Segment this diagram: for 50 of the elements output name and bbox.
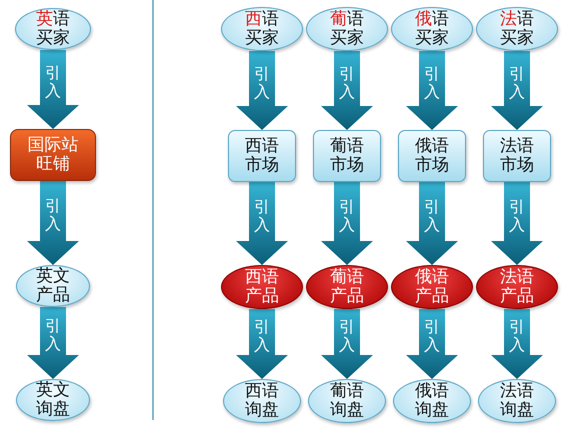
market-box: 葡语市场 xyxy=(313,130,381,182)
inquiry-ellipse: 葡语询盘 xyxy=(308,379,386,423)
edge-label: 引入 xyxy=(253,318,271,354)
market-box: 法语市场 xyxy=(483,130,551,182)
block-arrow xyxy=(321,51,373,130)
block-arrow xyxy=(491,51,543,130)
product-ellipse: 法语产品 xyxy=(476,265,558,309)
block-arrow xyxy=(236,309,288,379)
edge-label: 引入 xyxy=(423,198,441,234)
block-arrow xyxy=(27,50,79,129)
block-arrow xyxy=(321,182,373,265)
inquiry-ellipse: 法语询盘 xyxy=(478,379,556,423)
edge-label: 引入 xyxy=(253,198,271,234)
block-arrow xyxy=(236,51,288,130)
block-arrow xyxy=(491,309,543,379)
block-arrow xyxy=(406,182,458,265)
edge-label: 引入 xyxy=(338,318,356,354)
buyer-ellipse: 西语买家 xyxy=(221,7,303,51)
inquiry-ellipse: 西语询盘 xyxy=(223,379,301,423)
edge-label: 引入 xyxy=(508,64,526,100)
edge-label: 引入 xyxy=(423,64,441,100)
block-arrow xyxy=(236,182,288,265)
buyer-ellipse: 俄语买家 xyxy=(391,7,473,51)
inquiry-ellipse: 俄语询盘 xyxy=(393,379,471,423)
product-ellipse: 俄语产品 xyxy=(391,265,473,309)
inquiry-ellipse: 英文询盘 xyxy=(16,379,90,421)
edge-label: 引入 xyxy=(338,64,356,100)
edge-label: 引入 xyxy=(44,197,62,233)
edge-label: 引入 xyxy=(423,318,441,354)
block-arrow xyxy=(406,51,458,130)
product-ellipse: 葡语产品 xyxy=(306,265,388,309)
edge-label: 引入 xyxy=(508,198,526,234)
edge-label: 引入 xyxy=(338,198,356,234)
block-arrow xyxy=(321,309,373,379)
market-box: 俄语市场 xyxy=(398,130,466,182)
product-ellipse: 英文产品 xyxy=(16,265,90,307)
edge-label: 引入 xyxy=(44,317,62,353)
block-arrow xyxy=(491,182,543,265)
buyer-ellipse: 葡语买家 xyxy=(306,7,388,51)
edge-label: 引入 xyxy=(44,64,62,100)
block-arrow xyxy=(27,181,79,265)
edge-label: 引入 xyxy=(508,318,526,354)
market-box: 西语市场 xyxy=(228,130,296,182)
edge-label: 引入 xyxy=(253,64,271,100)
buyer-ellipse: 法语买家 xyxy=(476,7,558,51)
product-ellipse: 西语产品 xyxy=(221,265,303,309)
shop-box: 国际站旺铺 xyxy=(10,129,96,181)
block-arrow xyxy=(27,307,79,379)
block-arrow xyxy=(406,309,458,379)
buyer-ellipse: 英语买家 xyxy=(15,8,91,50)
